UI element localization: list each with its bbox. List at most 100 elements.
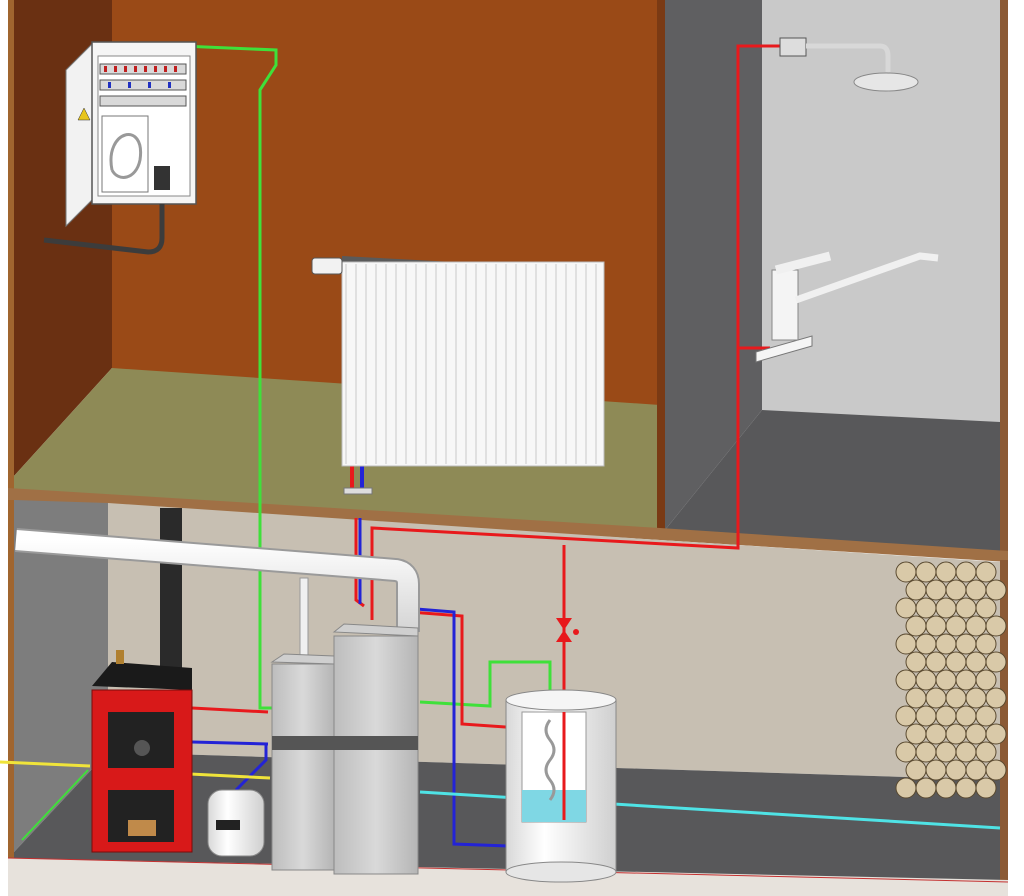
left-outer-wall [8, 0, 14, 490]
unit-band [272, 736, 418, 750]
expansion-tank[interactable] [207, 789, 265, 857]
firewood-log [915, 705, 937, 727]
firewood-log [935, 597, 957, 619]
firewood-log [985, 651, 1007, 673]
return-pipe-expansion [234, 744, 268, 792]
firewood-log [935, 669, 957, 691]
hot-pipe-boiler [191, 706, 269, 714]
firewood-log [905, 723, 927, 745]
floor-slab [8, 488, 1008, 562]
firewood-log [975, 669, 997, 691]
firewood-log [925, 579, 947, 601]
heat-pump-body [333, 635, 419, 875]
firewood-log [945, 723, 967, 745]
breaker-dots [104, 66, 177, 88]
firewood-stack [895, 561, 1007, 799]
faucet-lever[interactable] [774, 251, 832, 275]
chimney-pipe [160, 508, 182, 668]
firewood-log [935, 705, 957, 727]
firewood-log [975, 705, 997, 727]
gas-line [0, 760, 91, 768]
firewood-log [925, 651, 947, 673]
firewood-log [905, 579, 927, 601]
return-pipe-boiler [191, 740, 269, 746]
firewood-log [905, 651, 927, 673]
shower-plate [853, 72, 919, 92]
bathroom-floor [665, 410, 1000, 552]
faucet-base [755, 335, 813, 363]
cylinder-bottom [505, 861, 617, 883]
firewood-log [955, 705, 977, 727]
firewood-log [945, 759, 967, 781]
firewood-log [895, 669, 917, 691]
sink-faucet[interactable] [755, 251, 939, 363]
firewood-log [985, 759, 1007, 781]
firewood-log [915, 669, 937, 691]
divider-wall [657, 0, 665, 530]
flue-pipe-inner [15, 530, 418, 632]
boiler-ash-slot [128, 820, 156, 836]
shower-valve[interactable] [779, 37, 807, 57]
firewood-log [965, 687, 987, 709]
heat-pump-unit[interactable] [270, 623, 419, 875]
firewood-log [965, 723, 987, 745]
control-cable-tank [419, 660, 552, 708]
faucet-body [771, 269, 799, 341]
valve-handle[interactable] [573, 629, 579, 635]
firewood-log [955, 741, 977, 763]
firewood-log [975, 561, 997, 583]
firewood-log [955, 633, 977, 655]
radiator-fins [345, 264, 597, 464]
firewood-log [985, 723, 1007, 745]
hot-pipe-coil [409, 610, 521, 730]
thermostatic-valve[interactable] [311, 257, 343, 275]
firewood-log [955, 597, 977, 619]
flue-drop [299, 577, 309, 659]
shower-head[interactable] [779, 37, 919, 92]
hot-water-cylinder[interactable] [505, 689, 617, 883]
gas-line-2 [189, 772, 271, 780]
firewood-log [945, 687, 967, 709]
boiler-upper-door[interactable] [108, 712, 174, 768]
basement-cable-green [21, 769, 89, 841]
radiator[interactable] [311, 256, 605, 495]
panel-relay [154, 166, 170, 190]
firewood-log [915, 633, 937, 655]
firewood-log [935, 777, 957, 799]
firewood-log [945, 579, 967, 601]
firewood-log [905, 687, 927, 709]
firewood-log [895, 561, 917, 583]
firewood-log [925, 723, 947, 745]
firewood-log [935, 561, 957, 583]
warning-sign-icon [77, 107, 91, 121]
expansion-tank-label [216, 820, 240, 830]
firewood-log [955, 561, 977, 583]
electrical-panel[interactable] [43, 41, 197, 255]
firewood-log [965, 759, 987, 781]
return-pipe-tank [403, 606, 509, 848]
firewood-log [895, 777, 917, 799]
boiler-gauge [134, 740, 150, 756]
firewood-log [975, 741, 997, 763]
three-way-valve[interactable] [556, 618, 579, 642]
valve-upper [556, 618, 572, 630]
firewood-log [895, 633, 917, 655]
panel-cable-loop [109, 133, 143, 179]
firewood-log [925, 687, 947, 709]
radiator-feet [343, 487, 373, 495]
buffer-unit-top [270, 653, 335, 665]
solid-fuel-boiler[interactable] [91, 650, 193, 853]
firewood-log [915, 561, 937, 583]
hot-pipe-shower [736, 44, 790, 520]
panel-door[interactable] [65, 42, 93, 228]
firewood-log [895, 597, 917, 619]
right-outer-wall [1000, 0, 1008, 560]
firewood-log [955, 777, 977, 799]
firewood-log [895, 741, 917, 763]
firewood-log [985, 687, 1007, 709]
breaker-row [99, 63, 187, 107]
bathroom-back-wall [762, 0, 1000, 422]
boiler-valve[interactable] [116, 650, 124, 664]
basement-left-outer [8, 500, 14, 860]
